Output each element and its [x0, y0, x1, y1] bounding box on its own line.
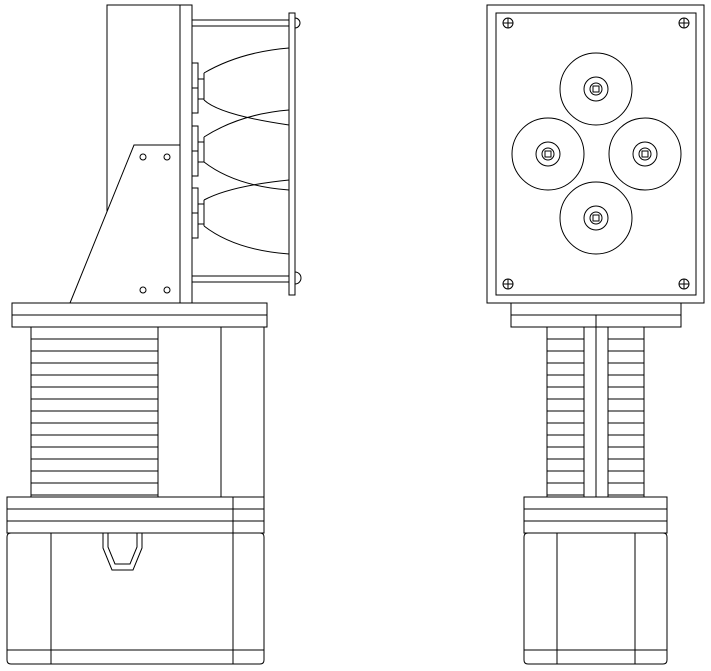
front-lamp-units [511, 52, 682, 255]
side-rods [192, 19, 289, 283]
lamp-unit-left [511, 117, 585, 191]
front-base-housing [523, 532, 668, 665]
front-view [486, 4, 705, 665]
lamp-unit-right [608, 117, 682, 191]
screw-icon [678, 278, 690, 290]
side-horns [203, 47, 290, 255]
front-corner-screws [502, 17, 690, 290]
side-top-flange [11, 302, 268, 328]
side-motor-body [30, 326, 265, 498]
front-cooling-fins [547, 338, 644, 496]
front-lower-flange [523, 496, 668, 534]
lamp-unit-bottom [559, 181, 633, 255]
side-bracket [69, 144, 181, 304]
screw-icon [502, 17, 514, 29]
side-cooling-fins [31, 338, 158, 496]
screw-icon [678, 17, 690, 29]
side-base-housing [6, 532, 265, 665]
front-panel [486, 4, 705, 304]
front-top-flange [510, 302, 682, 328]
side-view [6, 4, 302, 665]
screw-icon [502, 278, 514, 290]
side-handle-cutout [102, 533, 143, 571]
lamp-unit-top [559, 52, 633, 126]
side-led-modules [191, 62, 205, 239]
side-lower-flange [6, 496, 265, 534]
side-front-plate [288, 12, 302, 296]
front-center-shaft [583, 326, 609, 498]
